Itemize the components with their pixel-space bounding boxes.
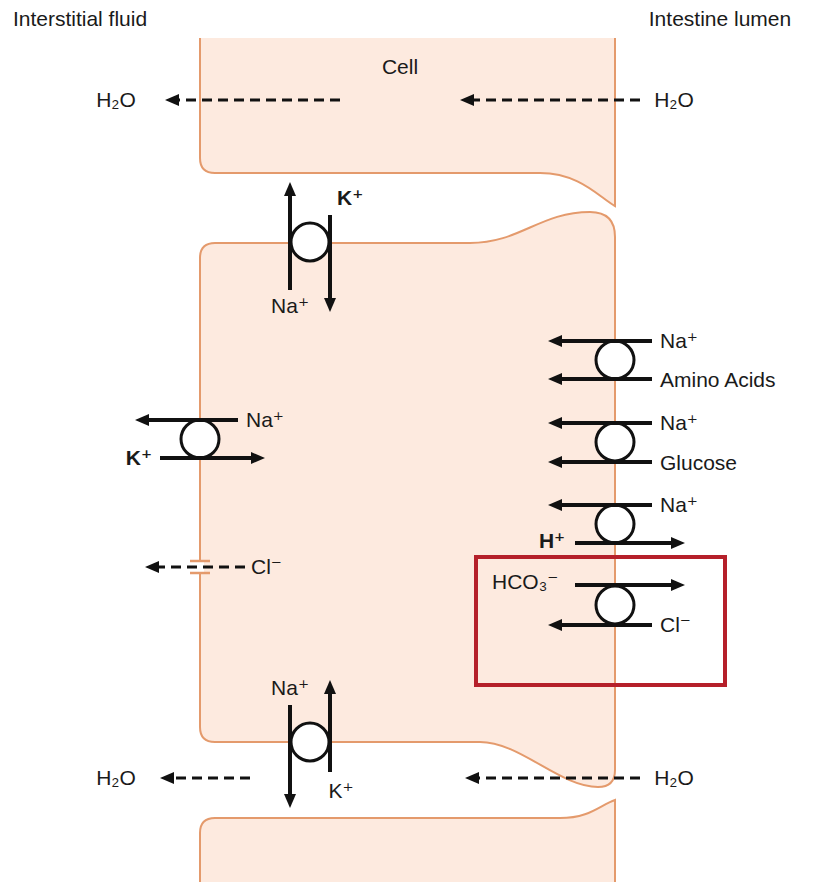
transport-arrow (328, 215, 332, 304)
molecule-label: H₂O (654, 765, 694, 790)
transport-arrow (556, 339, 652, 343)
transport-arrow (556, 503, 652, 507)
channel-symbol (190, 560, 210, 563)
epithelial-cell (200, 212, 615, 787)
transport-arrow (556, 377, 652, 381)
highlight-box: HCO₃⁻ Cl⁻ (474, 555, 727, 687)
ion-label: Na⁺ (660, 328, 698, 353)
transporter-circle (181, 420, 219, 458)
transporter-circle (291, 723, 329, 761)
transport-arrow (328, 688, 332, 772)
transport-arrow (143, 418, 238, 422)
ion-label: Na⁺ (660, 492, 698, 517)
transporter-circle (291, 223, 329, 261)
molecule-label: H₂O (96, 765, 136, 790)
transport-arrow (575, 541, 677, 545)
diffusion-arrow (468, 99, 640, 102)
transport-arrow (160, 456, 257, 460)
molecule-label: H₂O (96, 87, 136, 112)
ion-label: K⁺ (126, 445, 152, 470)
diffusion-arrow (173, 99, 340, 102)
ion-label: Na⁺ (271, 293, 309, 318)
cell-shape (200, 38, 650, 208)
channel-symbol (190, 572, 210, 575)
ion-label: K⁺ (328, 778, 353, 803)
ion-label: H⁺ (539, 528, 565, 553)
region-label: Intestine lumen (645, 6, 795, 31)
transport-arrow (288, 190, 292, 290)
transport-arrow (556, 623, 652, 627)
transport-arrow (556, 460, 652, 464)
cell-outline: Cell (200, 38, 650, 208)
cell-label: Cell (382, 54, 418, 79)
transport-arrow (556, 421, 652, 425)
diffusion-arrow (153, 566, 245, 569)
transporter-circle (596, 505, 634, 543)
transporter-circle (596, 423, 634, 461)
ion-label: Cl⁻ (660, 612, 691, 637)
ion-label: HCO₃⁻ (492, 569, 558, 594)
transporter-circle (596, 341, 634, 379)
epithelial-cell-outline (200, 800, 615, 882)
solute-label: Amino Acids (660, 367, 776, 392)
region-label: Interstitial fluid (5, 6, 155, 31)
ion-label: Na⁺ (271, 675, 309, 700)
ion-label: Cl⁻ (251, 554, 282, 579)
ion-label: Na⁺ (246, 407, 284, 432)
transport-arrow (575, 583, 677, 587)
epithelial-cell-fill (200, 800, 615, 882)
transporter-circle (596, 586, 634, 624)
ion-label: Na⁺ (660, 410, 698, 435)
cell-membrane (200, 38, 615, 206)
transport-arrow (288, 705, 292, 800)
solute-label: Glucose (660, 450, 737, 475)
molecule-label: H₂O (654, 87, 694, 112)
cell-fill (200, 38, 615, 206)
diffusion-arrow (168, 777, 250, 780)
ion-label: K⁺ (337, 185, 363, 210)
diffusion-arrow (473, 777, 640, 780)
